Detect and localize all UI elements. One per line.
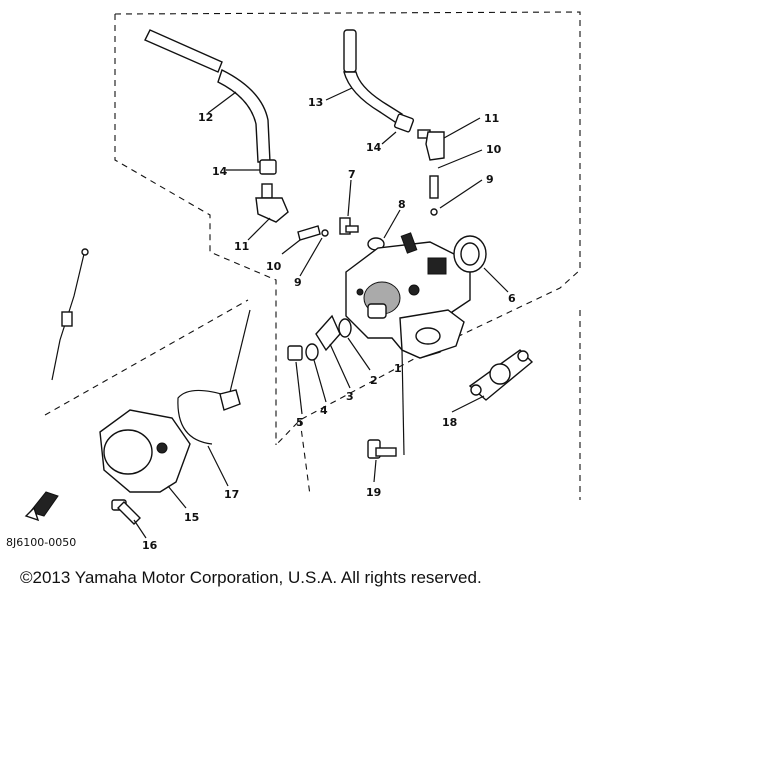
callout-9-right: 9 [486,173,494,186]
callout-6: 6 [508,292,516,305]
callout-11-left: 11 [234,240,249,253]
spring-part-10-left [297,225,321,241]
throttle-cable [51,248,89,381]
elbow-fitting-11-right [417,129,445,161]
washer-part-4 [305,343,319,361]
hose-part-13 [343,29,403,126]
cable-part-17 [177,309,251,445]
callout-13: 13 [308,96,323,109]
callout-18: 18 [442,416,457,429]
callout-19: 19 [366,486,381,499]
cable-boundary [44,299,311,496]
bolt-part-16 [111,499,141,525]
callout-11-right: 11 [484,112,499,125]
callout-4: 4 [320,404,328,417]
callout-17: 17 [224,488,239,501]
callout-2: 2 [370,374,378,387]
callout-16: 16 [142,539,158,552]
ball-part-9-left [321,229,329,237]
oil-pump-body [345,232,471,359]
assembly-boundary [114,11,581,446]
callout-5: 5 [296,416,304,429]
ball-part-9-right [430,208,438,216]
elbow-fitting-11-left [255,183,289,223]
callout-7: 7 [348,168,356,181]
callout-10-right: 10 [486,143,502,156]
hose-part-12 [144,29,271,163]
copyright-notice: ©2013 Yamaha Motor Corporation, U.S.A. A… [20,568,482,587]
callout-3: 3 [346,390,354,403]
washer-part-2 [338,318,352,338]
clamp-part-14-left [259,159,277,175]
callout-8: 8 [398,198,406,211]
leader-lines [133,87,509,539]
screw-part-7 [339,217,359,235]
bolt-part-19 [367,439,397,459]
diagram-part-code: 8J6100-0050 [6,536,76,549]
cover-part-15 [99,409,191,493]
nut-part-5 [287,345,303,361]
callout-1: 1 [394,362,402,375]
spring-part-10-right [429,175,439,199]
clamp-part-14-right [393,113,415,133]
front-direction-icon [24,491,59,522]
callout-12: 12 [198,111,213,124]
callout-15: 15 [184,511,199,524]
callout-10-left: 10 [266,260,282,273]
callout-9-left: 9 [294,276,302,289]
oil-seal-part-6 [453,235,487,273]
gasket-part-18 [468,349,534,401]
callout-14-left: 14 [212,165,228,178]
plate-part-3 [315,314,341,352]
callout-14-right: 14 [366,141,382,154]
